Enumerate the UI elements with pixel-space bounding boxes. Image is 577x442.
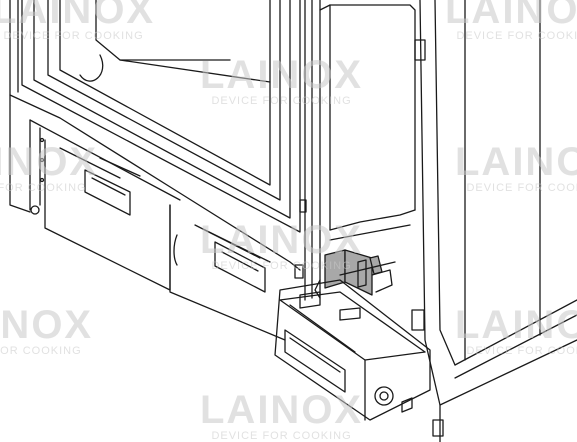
oven-door (21, 0, 301, 233)
cabinet-frame (9, 0, 301, 271)
lower-panels (44, 139, 286, 341)
hinge-column (294, 0, 416, 301)
cabinet-right-side (411, 0, 577, 442)
control-panel-box (274, 279, 431, 421)
door-latch-mechanism (314, 249, 396, 299)
